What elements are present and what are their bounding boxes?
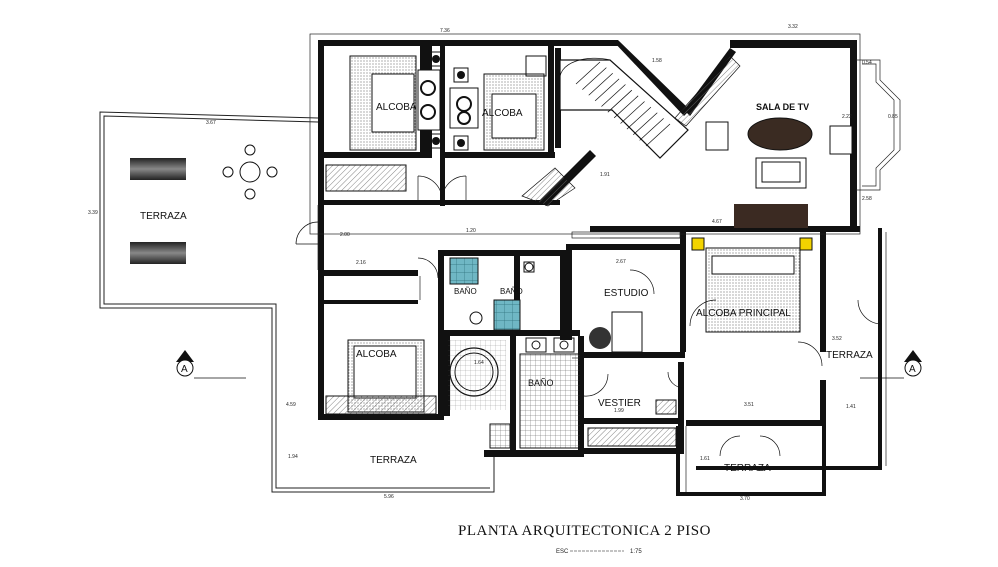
stair-step: [582, 67, 607, 90]
scale-value: 1:75: [630, 549, 642, 555]
furniture: [130, 51, 853, 449]
section-marker-right: A: [860, 350, 922, 379]
label-alcoba-principal: ALCOBA PRINCIPAL: [696, 308, 791, 319]
dim-terraza-width: 3.67: [206, 120, 216, 126]
stair-step: [607, 89, 633, 113]
dim-small-6: 3.52: [832, 336, 842, 342]
stair-step: [575, 61, 601, 85]
stair-step: [639, 118, 664, 141]
dim-small-7: 2.58: [862, 196, 872, 202]
dim-corridor-v2: 1.20: [466, 228, 476, 234]
label-bano-1: BAÑO: [454, 287, 477, 296]
dim-top-right: 3.32: [788, 24, 798, 30]
title-text: PLANTA ARQUITECTONICA 2 PISO: [458, 523, 711, 539]
dim-terraza-height: 3.39: [88, 210, 98, 216]
label-terraza-left: TERRAZA: [140, 211, 187, 222]
dim-top: 7.36: [440, 28, 450, 34]
room-labels: ALCOBA ALCOBA SALA DE TV TERRAZA ALCOBA …: [140, 102, 873, 474]
stair-step: [594, 78, 620, 102]
label-vestier: VESTIER: [598, 398, 641, 409]
dim-terraza-r-h: 1.41: [846, 404, 856, 410]
dimension-labels: 7.36 3.32 3.67 3.39 2.16 2.00 1.20 4.59 …: [88, 24, 898, 502]
terraza-left-outline: [99, 111, 495, 493]
stair-step: [620, 101, 645, 124]
label-alcoba-1: ALCOBA: [376, 102, 417, 113]
walls: [318, 40, 882, 496]
stair-step: [588, 73, 613, 96]
dim-left-corridor: 2.16: [356, 260, 366, 266]
dim-small-3: 0.85: [888, 114, 898, 120]
dim-small-2: 2.22: [842, 114, 852, 120]
label-terraza-bottom-right: TERRAZA: [724, 463, 771, 474]
section-label-left: A: [181, 364, 188, 375]
plan-title: PLANTA ARQUITECTONICA 2 PISO ESC 1:75: [458, 523, 711, 555]
dim-bottom-width: 5.96: [384, 494, 394, 500]
dim-small-5: 1.91: [600, 172, 610, 178]
label-bano-2: BAÑO: [500, 287, 523, 296]
label-alcoba-2: ALCOBA: [482, 108, 523, 119]
stair-step: [601, 84, 626, 107]
dim-bottom-right: 3.70: [740, 496, 750, 502]
stair-step: [633, 112, 658, 135]
dim-small-4: 1.58: [652, 58, 662, 64]
dim-estudio-w: 2.67: [616, 259, 626, 265]
label-terraza-bottom: TERRAZA: [370, 455, 417, 466]
stair-step: [613, 95, 639, 119]
dim-bano-d: 1.64: [474, 360, 484, 366]
dim-sala-w: 4.67: [712, 219, 722, 225]
stair-step: [645, 123, 671, 147]
dim-small-1: 0.54: [862, 60, 872, 66]
label-terraza-right: TERRAZA: [826, 350, 873, 361]
label-estudio: ESTUDIO: [604, 288, 649, 299]
doors: [295, 175, 883, 457]
dim-corridor-v: 2.00: [340, 232, 350, 238]
dim-bottom-left: 1.94: [288, 454, 298, 460]
dim-vestier-d: 1.99: [614, 408, 624, 414]
scale-prefix: ESC: [556, 549, 569, 555]
stair-step: [626, 106, 652, 130]
section-label-right: A: [909, 364, 916, 375]
section-marker-left: A: [176, 350, 246, 379]
dim-terraza-r-w: 3.51: [744, 402, 754, 408]
label-alcoba-3: ALCOBA: [356, 349, 397, 360]
dim-left-height: 4.59: [286, 402, 296, 408]
label-sala-tv: SALA DE TV: [756, 102, 809, 112]
dim-small-8: 1.61: [700, 456, 710, 462]
stairs: [521, 55, 741, 207]
label-bano-3: BAÑO: [528, 378, 554, 388]
thin-lines: [309, 33, 901, 492]
